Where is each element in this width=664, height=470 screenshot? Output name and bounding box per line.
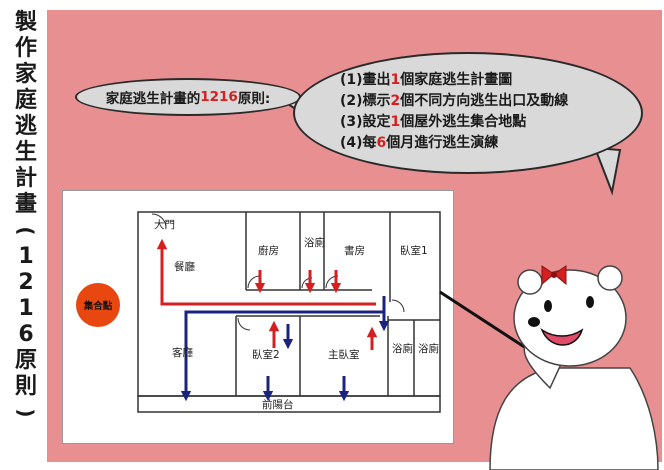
bow-icon <box>541 265 567 286</box>
title-char: 1 <box>18 244 34 269</box>
title-char: 原 <box>14 348 37 373</box>
title-char: 2 <box>18 270 34 295</box>
label-balcony: 前陽台 <box>262 398 294 411</box>
title-char: 計 <box>14 166 37 191</box>
title-char: 6 <box>18 322 34 347</box>
label-dining: 餐廳 <box>174 260 195 273</box>
rule-item: (4)每6個月進行逃生演練 <box>340 135 499 151</box>
pointer-stick <box>439 290 527 350</box>
label-kitchen: 廚房 <box>258 244 279 257</box>
label-living: 客廳 <box>172 346 193 359</box>
title-char: 製 <box>14 10 37 35</box>
label-master: 主臥室 <box>328 348 360 361</box>
label-bath1: 浴廁 <box>304 236 325 249</box>
title-char: 生 <box>14 140 37 165</box>
label-bath2: 浴廁 <box>392 342 413 355</box>
title-char: 家 <box>14 62 37 87</box>
rules-bubble <box>293 52 643 174</box>
polar-bear-illustration <box>439 265 659 470</box>
rule-item: (3)設定1個屋外逃生集合地點 <box>340 114 527 130</box>
rule-item: (1)畫出1個家庭逃生計畫圖 <box>340 72 513 88</box>
title-char: 畫 <box>14 192 37 217</box>
principle-highlight: 1216 <box>200 89 238 105</box>
label-bedroom1: 臥室1 <box>400 244 428 257</box>
title-char: 庭 <box>14 88 37 113</box>
vertical-title: 製 作 家 庭 逃 生 計 畫 ( 1 2 1 6 原 則 ) <box>0 0 52 470</box>
principle-suffix: 原則: <box>237 91 271 107</box>
label-bath3: 浴廁 <box>418 342 439 355</box>
principle-prefix: 家庭逃生計畫的 <box>105 91 201 107</box>
title-char: 1 <box>18 296 34 321</box>
title-char: 作 <box>14 36 37 61</box>
floor-plan: 大門 餐廳 廚房 浴廁 書房 臥室1 客廳 臥室2 主臥室 浴廁 浴廁 前陽台 <box>137 211 441 413</box>
title-char: 則 <box>14 374 37 399</box>
rule-item: (2)標示2個不同方向逃生出口及動線 <box>340 93 569 109</box>
rules-list: (1)畫出1個家庭逃生計畫圖 (2)標示2個不同方向逃生出口及動線 (3)設定1… <box>340 70 620 154</box>
label-bedroom2: 臥室2 <box>252 348 280 361</box>
title-char: 逃 <box>14 114 37 139</box>
label-study: 書房 <box>344 244 365 257</box>
assembly-point: 集合點 <box>76 283 120 327</box>
label-door: 大門 <box>154 218 175 231</box>
